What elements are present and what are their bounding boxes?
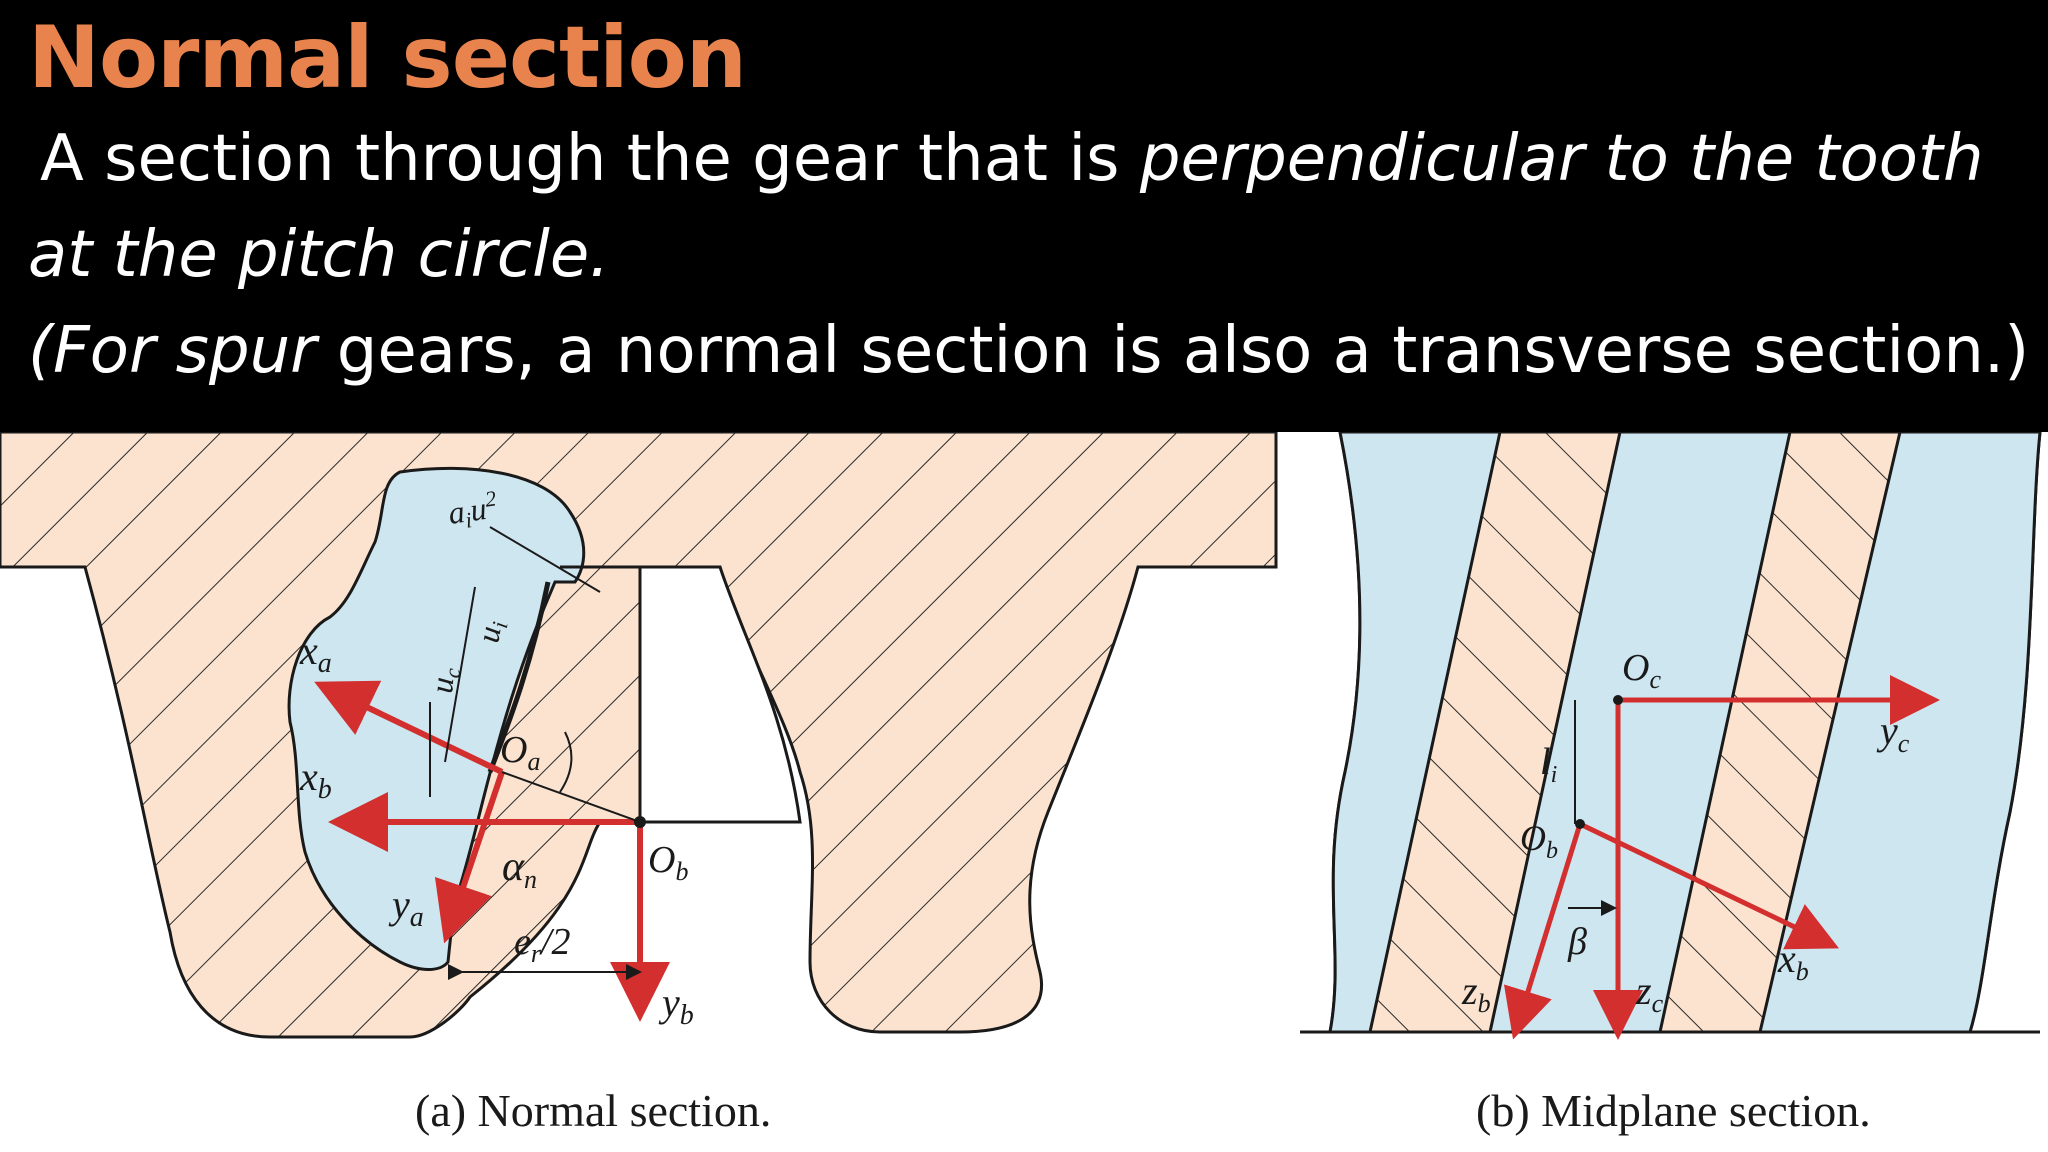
- gear-section-figure: xa xb ya yb Oa Ob αn er/2 aiu2 uc ui (a)…: [0, 432, 2042, 1136]
- label-o-b: Ob: [648, 839, 688, 886]
- label-z-b: zb: [1461, 968, 1491, 1018]
- band-3: [1758, 432, 2042, 1034]
- label-l-i: li: [1540, 741, 1557, 788]
- o-b-point-b: [1575, 819, 1585, 829]
- alpha-arc: [559, 731, 573, 793]
- ui-dimension: [444, 586, 476, 763]
- label-a-i-u: aiu2: [446, 485, 501, 534]
- spur-note-line: (For spur gears, a normal section is als…: [28, 314, 2029, 388]
- definition-emphasis: perpendicular to the tooth: [1139, 122, 1984, 196]
- z-b-axis-arrow: [1503, 823, 1583, 1040]
- label-y-c: yc: [1876, 708, 1910, 758]
- label-o-a: Oa: [500, 729, 540, 776]
- o-b-point: [634, 816, 646, 828]
- tooth-gap: [560, 565, 802, 824]
- label-o-b-mid: Ob: [1520, 818, 1558, 864]
- definition-line-2: at the pitch circle.: [28, 218, 610, 292]
- label-x-b: xb: [299, 754, 332, 805]
- spur-note-italic: (For spur: [28, 314, 317, 388]
- label-y-a: ya: [388, 882, 424, 933]
- caption-midplane-section: (b) Midplane section.: [1476, 1085, 1871, 1136]
- caption-normal-section: (a) Normal section.: [415, 1085, 771, 1136]
- midplane-section-panel: Oc Ob yc xb zb zc li β (b) Midplane sect…: [1300, 432, 2042, 1136]
- definition-line-1: A section through the gear that is perpe…: [40, 122, 1984, 196]
- y-a-axis-arrow: [434, 771, 505, 944]
- x-a-axis-arrow: [314, 680, 504, 775]
- label-x-b-mid: xb: [1777, 936, 1809, 986]
- normal-section-panel: xa xb ya yb Oa Ob αn er/2 aiu2 uc ui (a)…: [0, 432, 1278, 1136]
- tooth-flank: [487, 581, 551, 773]
- slide-header: Normal section A section through the gea…: [0, 0, 2048, 432]
- spur-note-text: gears, a normal section is also a transv…: [316, 314, 2030, 388]
- slide-title: Normal section: [28, 8, 747, 108]
- aiu-dimension: [489, 526, 601, 593]
- label-u-i: ui: [469, 617, 512, 646]
- definition-emphasis-2: at the pitch circle.: [28, 218, 610, 292]
- o-c-point: [1613, 695, 1623, 705]
- label-y-b: yb: [658, 980, 694, 1031]
- label-z-c: zc: [1635, 968, 1664, 1018]
- x-b-axis-arrow-b: [1578, 821, 1840, 950]
- definition-text: A section through the gear that is: [40, 122, 1140, 196]
- label-o-c: Oc: [1622, 647, 1661, 694]
- label-alpha-n: αn: [502, 844, 537, 894]
- band-1: [1328, 432, 1502, 1034]
- label-x-a: xa: [299, 628, 332, 679]
- label-beta: β: [1567, 921, 1587, 963]
- label-u-c: uc: [423, 666, 465, 695]
- oa-ob-link: [501, 771, 641, 823]
- label-e-r-half: er/2: [514, 921, 571, 968]
